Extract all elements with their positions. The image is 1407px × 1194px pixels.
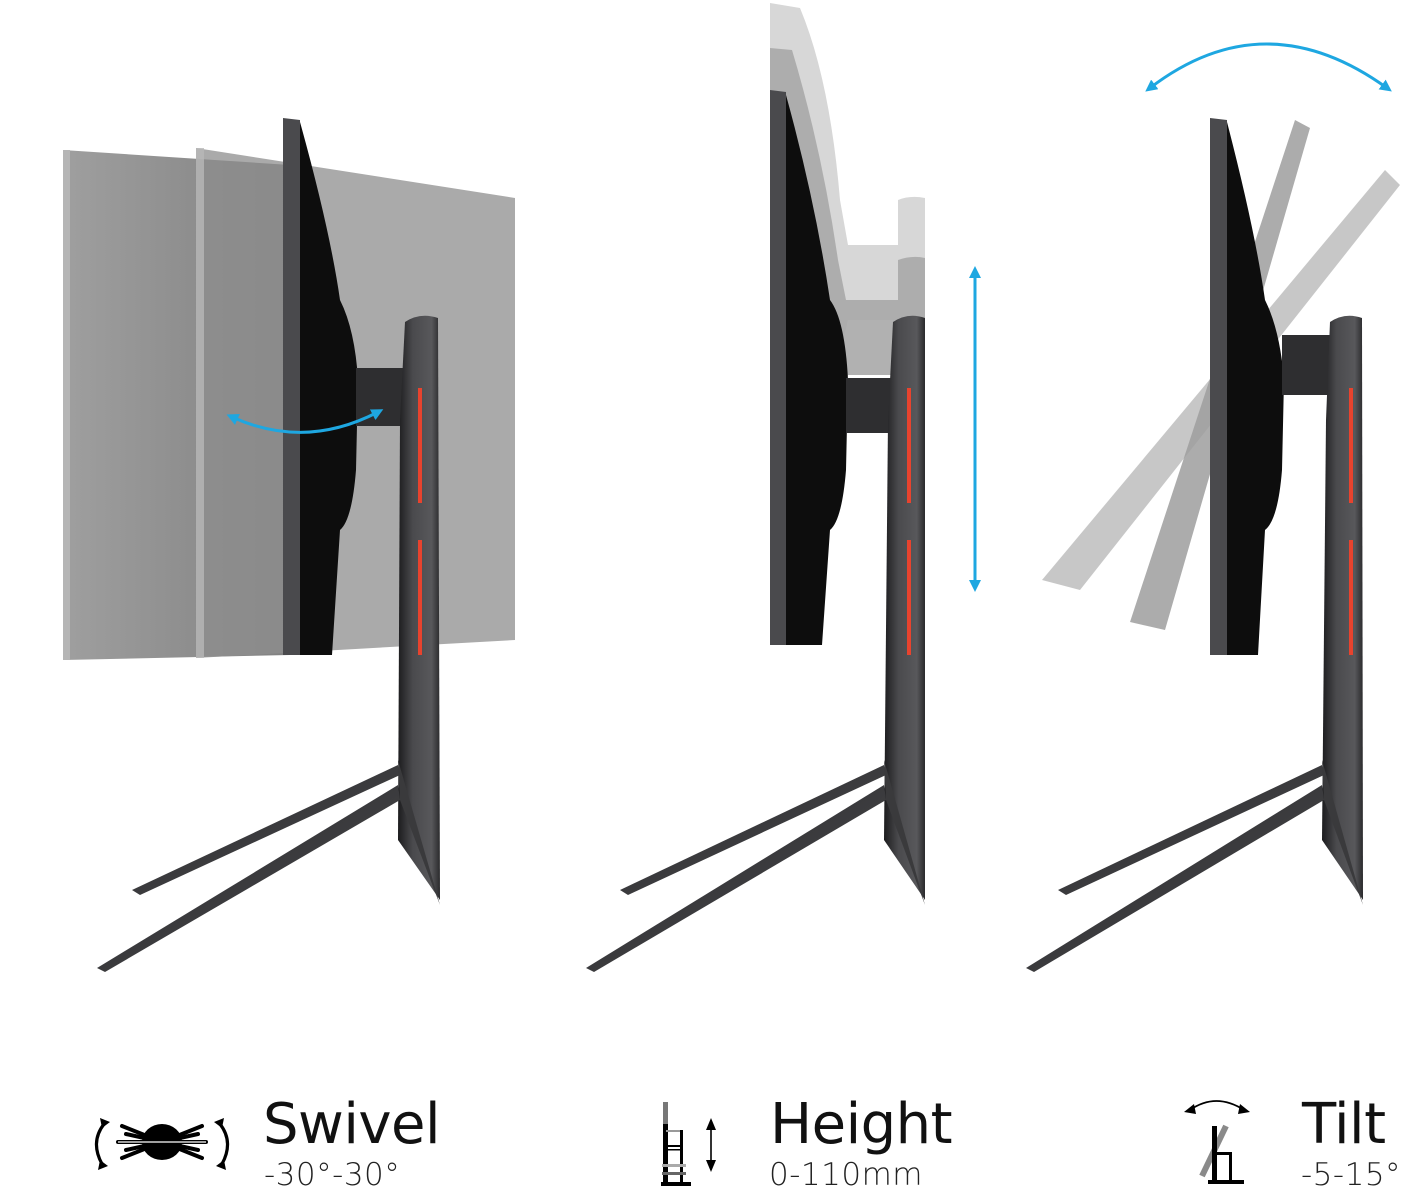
- swivel-stand-leg-back: [132, 765, 400, 895]
- tilt-icon: [1184, 1100, 1250, 1184]
- height-panel-edge: [770, 90, 786, 645]
- height-stand-leg-front: [586, 785, 886, 972]
- swivel-panel-back: [300, 122, 358, 655]
- swivel-monitor: [63, 118, 515, 972]
- swivel-panel-edge: [283, 118, 300, 655]
- tilt-led-strip-lower: [1349, 540, 1353, 655]
- height-title: Height: [770, 1092, 953, 1157]
- height-icon: [661, 1102, 716, 1186]
- swivel-arrow: [226, 409, 384, 434]
- height-led-strip-lower: [907, 540, 911, 655]
- height-stand-leg-back: [620, 765, 886, 895]
- height-monitor: [586, 3, 981, 972]
- tilt-stand-leg-back: [1058, 765, 1324, 895]
- tilt-stand-leg-front: [1026, 785, 1324, 972]
- tilt-arrow: [1145, 42, 1392, 92]
- swivel-led-strip-lower: [418, 540, 422, 655]
- tilt-panel-back: [1227, 122, 1284, 655]
- tilt-range: -5-15°: [1301, 1157, 1402, 1193]
- swivel-range: -30°-30°: [264, 1157, 401, 1193]
- swivel-led-strip-upper: [418, 388, 422, 503]
- swivel-stand-leg-front: [97, 785, 400, 972]
- tilt-stand-neck: [1322, 315, 1363, 900]
- height-led-strip-upper: [907, 388, 911, 503]
- tilt-title: Tilt: [1302, 1092, 1386, 1157]
- swivel-icon: [94, 1118, 230, 1170]
- tilt-panel-edge: [1210, 118, 1227, 655]
- tilt-monitor: [1026, 42, 1400, 972]
- swivel-title: Swivel: [263, 1092, 441, 1157]
- height-panel-back: [786, 95, 848, 645]
- height-stand-neck: [884, 315, 925, 900]
- height-range: 0-110mm: [769, 1157, 923, 1193]
- tilt-led-strip-upper: [1349, 388, 1353, 503]
